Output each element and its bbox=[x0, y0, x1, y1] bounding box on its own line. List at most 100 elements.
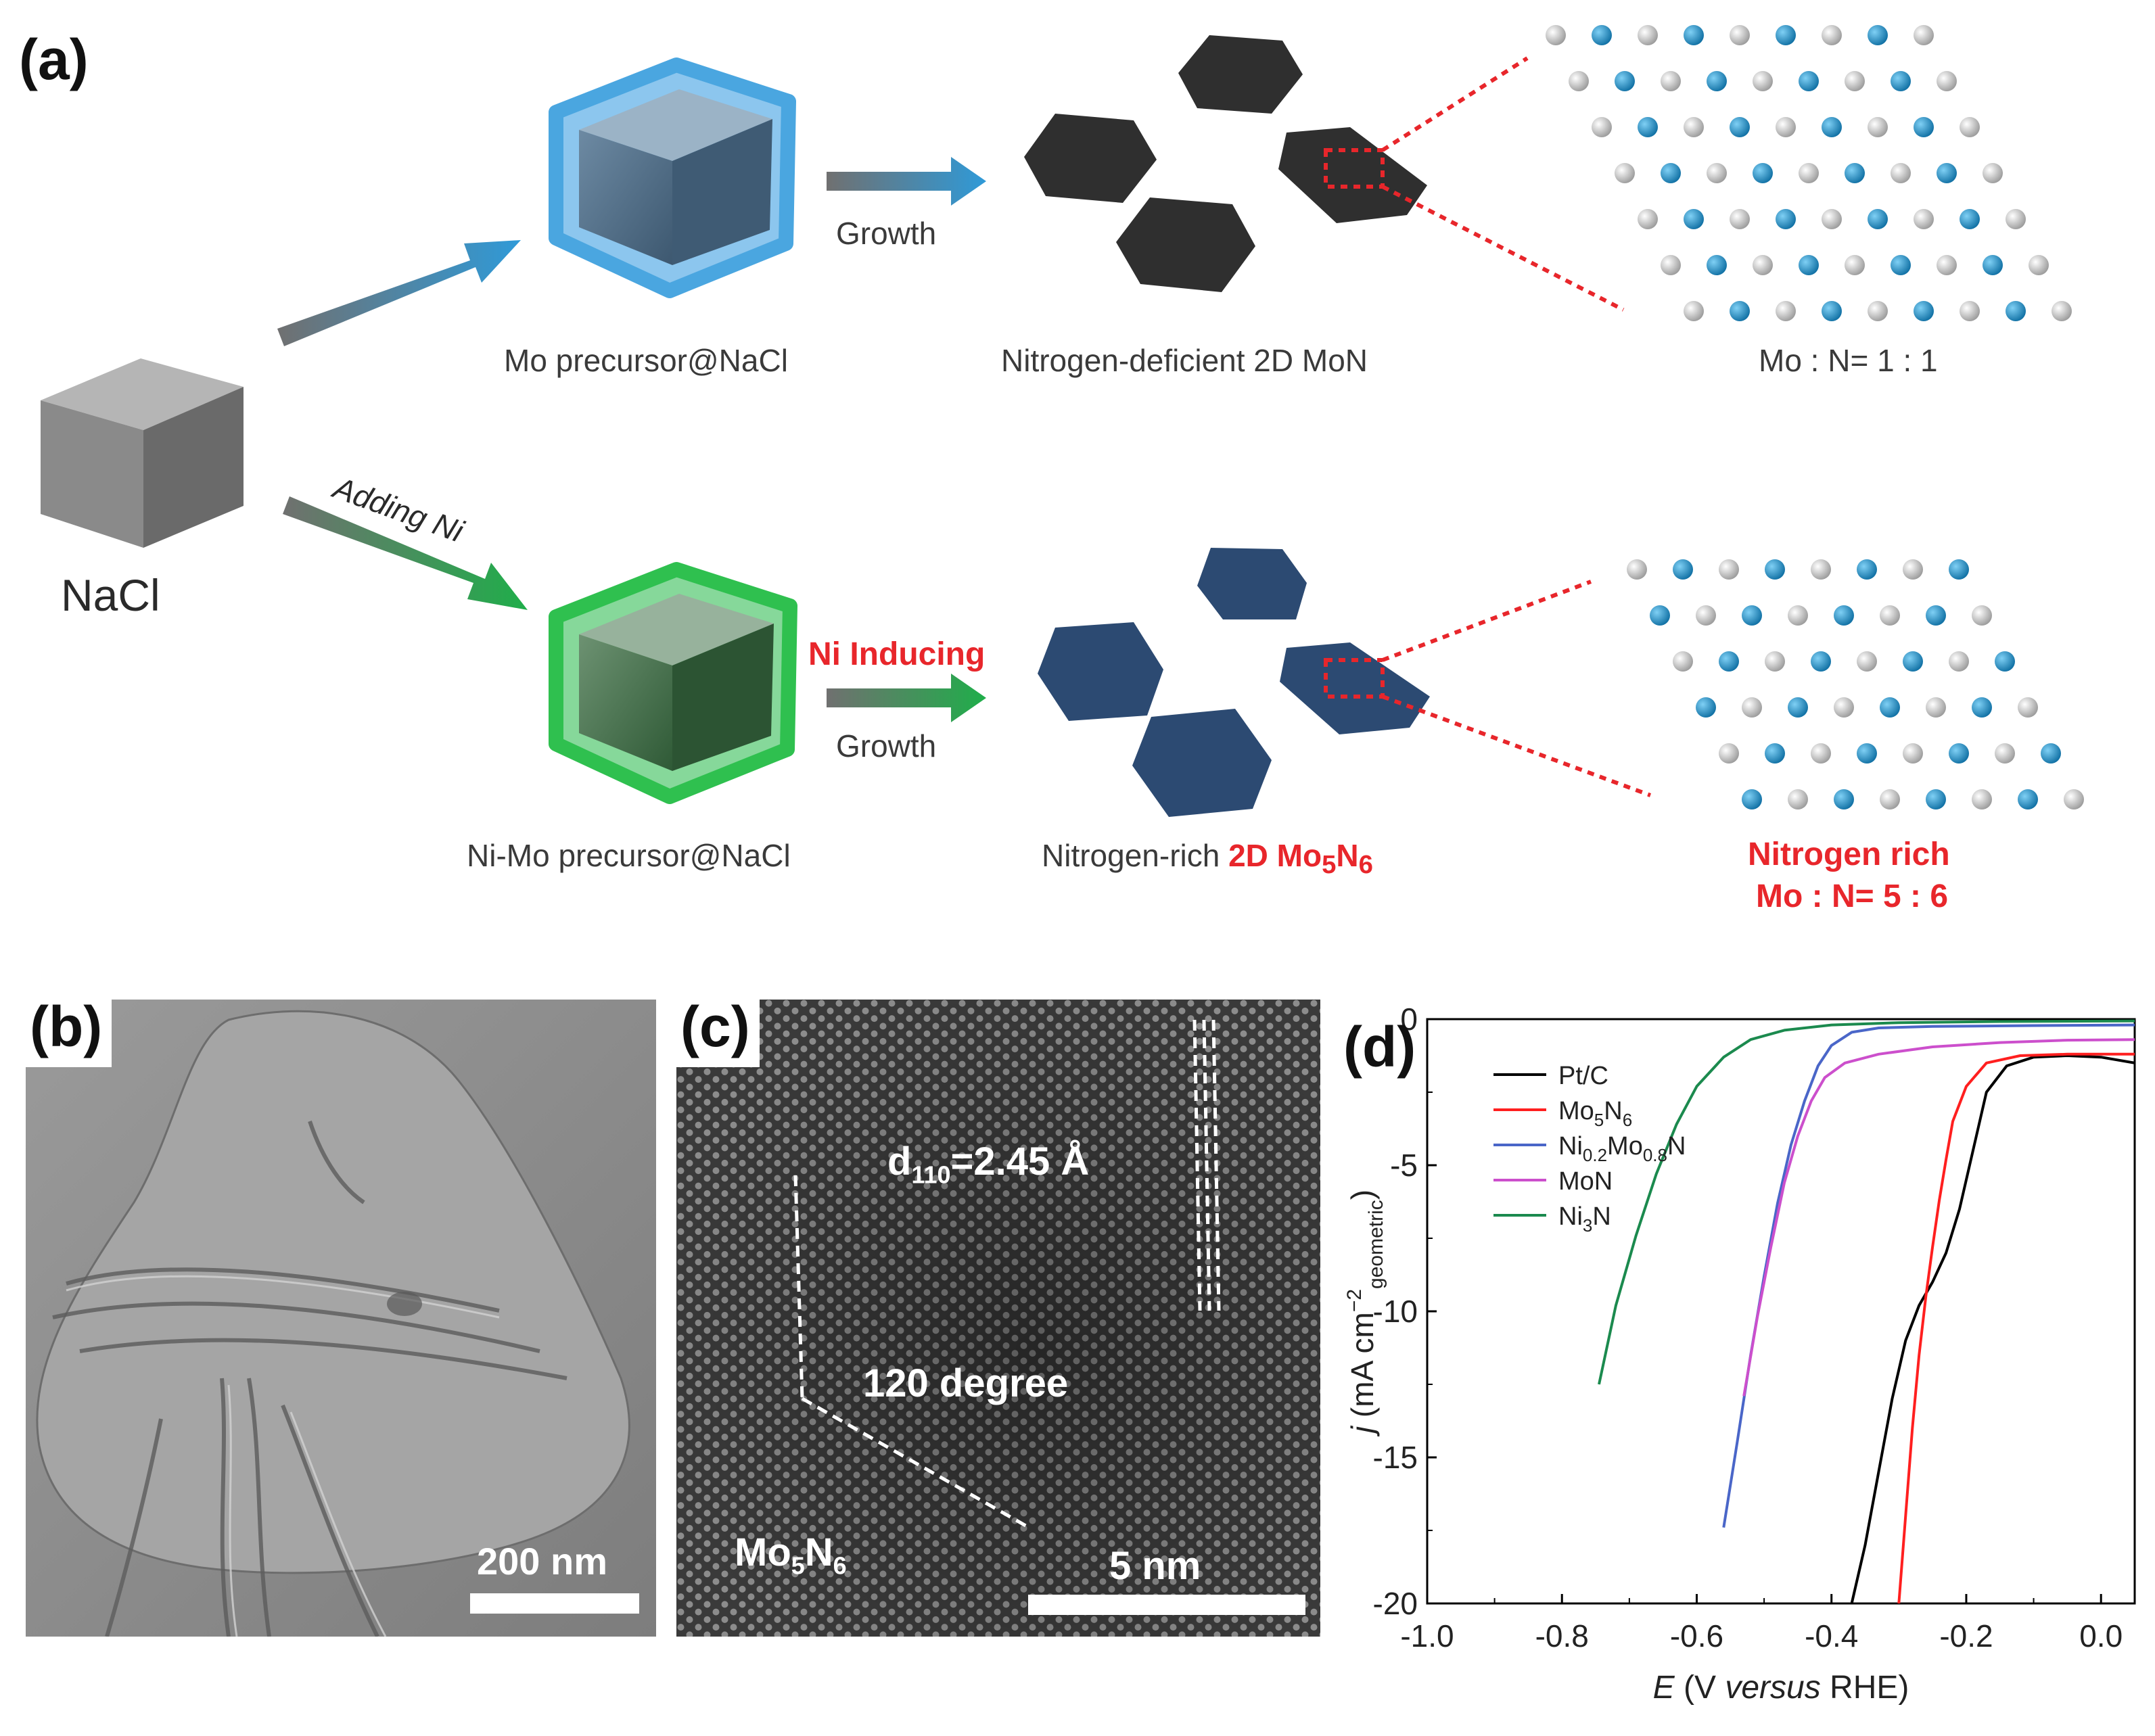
growth-arrow-top bbox=[827, 157, 986, 206]
n-atom bbox=[1707, 163, 1727, 183]
mo5n6-product-formula: 2D Mo5N6 bbox=[1228, 838, 1373, 879]
mo-atom bbox=[1707, 71, 1727, 91]
mo-atom bbox=[1822, 301, 1842, 321]
mo-atom bbox=[1776, 209, 1796, 229]
d-subscript: 110 bbox=[911, 1160, 951, 1189]
mo-atom bbox=[1949, 559, 1969, 580]
n-atom bbox=[1914, 25, 1934, 45]
plot-frame bbox=[1426, 1018, 2136, 1605]
formula-sub: 5 bbox=[791, 1551, 805, 1580]
y-tick-label: -20 bbox=[1373, 1586, 1418, 1621]
mo-atom bbox=[1696, 697, 1716, 718]
panel-c-label: (c) bbox=[671, 986, 760, 1067]
legend-text-part: 5 bbox=[1594, 1110, 1604, 1130]
mo-atom bbox=[1765, 743, 1785, 764]
n-atom bbox=[1868, 301, 1888, 321]
n-atom bbox=[1719, 743, 1739, 764]
legend-text-part: MoN bbox=[1558, 1167, 1613, 1196]
mo-atom bbox=[1914, 117, 1934, 137]
x-tick-label: -0.4 bbox=[1805, 1618, 1858, 1653]
mo-atom bbox=[1983, 255, 2003, 275]
mo5n6-atomic-lattice bbox=[1627, 559, 2084, 810]
series-line-pt-c bbox=[1850, 1054, 2135, 1603]
n-atom bbox=[1684, 117, 1704, 137]
legend-text-part: N bbox=[1667, 1132, 1686, 1160]
growth-label-top: Growth bbox=[836, 216, 937, 251]
legend-text-part: 0.2 bbox=[1583, 1145, 1607, 1165]
n-atom bbox=[1627, 559, 1647, 580]
mo-atom bbox=[1914, 301, 1934, 321]
x-axis-symbol: E bbox=[1653, 1670, 1675, 1706]
y-axis-label: j (mA cm−2geometric) bbox=[1343, 1190, 1387, 1437]
y-axis-superscript: −2 bbox=[1343, 1289, 1366, 1312]
legend-entry: Ni0.2Mo0.8N bbox=[1558, 1132, 1686, 1165]
d-symbol: d bbox=[887, 1140, 912, 1183]
n-atom bbox=[1845, 71, 1865, 91]
mo-atom bbox=[1788, 697, 1808, 718]
n-atom bbox=[1811, 743, 1831, 764]
n-atom bbox=[1995, 743, 2015, 764]
tem-image bbox=[26, 1000, 656, 1637]
n-atom bbox=[1891, 163, 1911, 183]
mo-atom bbox=[1684, 25, 1704, 45]
mo-atom bbox=[1926, 605, 1946, 626]
scale-label-200nm: 200 nm bbox=[477, 1540, 607, 1582]
ni-mo-precursor-label: Ni-Mo precursor@NaCl bbox=[467, 838, 791, 873]
series-line-mo5n6 bbox=[1897, 1052, 2135, 1603]
mo-atom bbox=[1960, 209, 1980, 229]
mo-atom bbox=[1615, 71, 1635, 91]
mo-atom bbox=[1673, 559, 1693, 580]
mo-atom bbox=[1719, 651, 1739, 672]
n-atom bbox=[2064, 789, 2084, 810]
y-axis-close: ) bbox=[1345, 1190, 1380, 1200]
n-atom bbox=[1811, 559, 1831, 580]
mo-atom bbox=[1834, 605, 1854, 626]
x-tick-label: -1.0 bbox=[1400, 1618, 1454, 1653]
mo-atom bbox=[1730, 117, 1750, 137]
arrow-to-mo-precursor bbox=[277, 240, 521, 346]
n-atom bbox=[2052, 301, 2072, 321]
hrtem-image-graphic bbox=[676, 1000, 1320, 1637]
synthesis-scheme: Adding Ni bbox=[41, 25, 2084, 817]
n-atom bbox=[1868, 117, 1888, 137]
mo-atom bbox=[1845, 163, 1865, 183]
n-atom bbox=[1788, 605, 1808, 626]
n-atom bbox=[1730, 209, 1750, 229]
growth-label-bottom: Growth bbox=[836, 728, 937, 764]
n-atom bbox=[1696, 605, 1716, 626]
mo-atom bbox=[1972, 697, 1992, 718]
mo-atom bbox=[1799, 71, 1819, 91]
formula-part: N bbox=[804, 1530, 833, 1574]
n-atom bbox=[1592, 117, 1612, 137]
series-line-mon bbox=[1742, 1038, 2135, 1397]
mo-atom bbox=[1868, 25, 1888, 45]
n-atom bbox=[1546, 25, 1566, 45]
mo-atom bbox=[1880, 697, 1900, 718]
nitrogen-rich-label: Nitrogen rich bbox=[1748, 837, 1950, 872]
n-atom bbox=[2029, 255, 2049, 275]
n-atom bbox=[1845, 255, 1865, 275]
d-spacing-label: d110=2.45 Å bbox=[887, 1139, 1089, 1190]
n-atom bbox=[2006, 209, 2026, 229]
legend-text-part: N bbox=[1592, 1202, 1611, 1231]
n-atom bbox=[1949, 651, 1969, 672]
n-atom bbox=[1661, 71, 1681, 91]
legend-text-part: 6 bbox=[1623, 1110, 1632, 1130]
mo5n6-product-label: Nitrogen-rich 2D Mo5N6 bbox=[1042, 837, 1373, 880]
mo-atom bbox=[1834, 789, 1854, 810]
growth-arrow-bottom bbox=[827, 674, 986, 722]
n-atom bbox=[1960, 117, 1980, 137]
legend-text-part: Pt/C bbox=[1558, 1062, 1608, 1090]
n-atom bbox=[1638, 25, 1658, 45]
n-atom bbox=[1673, 651, 1693, 672]
n-atom bbox=[1937, 71, 1957, 91]
hrtem-image bbox=[676, 1000, 1320, 1637]
mo5n6-ratio-label: Mo : N= 5 : 6 bbox=[1756, 878, 1949, 914]
mo-atom bbox=[1799, 255, 1819, 275]
arrow-to-ni-mo-precursor bbox=[283, 496, 528, 610]
zoom-indicator-top bbox=[1324, 56, 1625, 312]
mon-nanosheets bbox=[1024, 35, 1427, 292]
x-tick-label: 0.0 bbox=[2079, 1618, 2123, 1653]
mo-atom bbox=[1707, 255, 1727, 275]
mo-atom bbox=[1765, 559, 1785, 580]
